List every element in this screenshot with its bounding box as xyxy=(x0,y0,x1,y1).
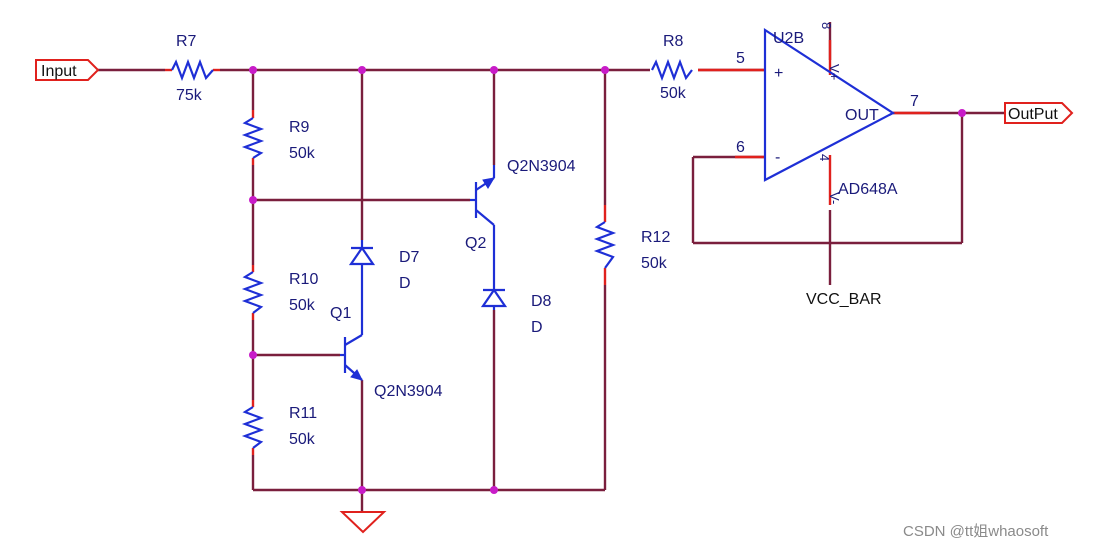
watermark: CSDN @tt姐whaosoft xyxy=(903,523,1049,540)
transistor-q1: Q1 Q2N3904 xyxy=(330,305,443,400)
svg-text:50k: 50k xyxy=(289,297,316,314)
opamp-u2b: + - OUT U2B AD648A 5 6 7 8 4 V+ V- xyxy=(736,22,919,204)
svg-text:U2B: U2B xyxy=(773,30,804,47)
svg-text:V+: V+ xyxy=(827,64,842,80)
svg-text:7: 7 xyxy=(910,93,919,110)
svg-text:D7: D7 xyxy=(399,249,420,266)
diode-d7: D7 D xyxy=(348,240,420,335)
svg-text:R7: R7 xyxy=(176,33,197,50)
svg-text:AD648A: AD648A xyxy=(838,181,898,198)
transistor-q2: Q2N3904 Q2 xyxy=(465,158,576,252)
svg-text:50k: 50k xyxy=(641,255,668,272)
ground-symbol xyxy=(339,511,387,534)
svg-text:5: 5 xyxy=(736,50,745,67)
svg-text:4: 4 xyxy=(817,154,832,161)
svg-text:Q2N3904: Q2N3904 xyxy=(507,158,576,175)
svg-text:50k: 50k xyxy=(289,431,316,448)
input-port: Input xyxy=(35,59,100,81)
resistor-r12: R12 50k xyxy=(593,221,670,272)
svg-text:R9: R9 xyxy=(289,119,310,136)
junction-dots xyxy=(249,66,966,494)
svg-text:Q2: Q2 xyxy=(465,235,486,252)
svg-text:D: D xyxy=(399,275,411,292)
svg-text:R8: R8 xyxy=(663,33,684,50)
resistor-r11: R11 50k xyxy=(241,405,317,449)
svg-text:50k: 50k xyxy=(660,85,687,102)
svg-text:Q2N3904: Q2N3904 xyxy=(374,383,443,400)
svg-text:75k: 75k xyxy=(176,87,203,104)
svg-text:V-: V- xyxy=(827,192,842,204)
wires xyxy=(98,22,1005,512)
svg-text:8: 8 xyxy=(819,22,834,29)
svg-text:Input: Input xyxy=(41,63,77,80)
svg-text:6: 6 xyxy=(736,139,745,156)
svg-text:OUT: OUT xyxy=(845,107,879,124)
svg-text:R10: R10 xyxy=(289,271,318,288)
svg-text:+: + xyxy=(774,65,783,82)
svg-text:50k: 50k xyxy=(289,145,316,162)
resistor-r9: R9 50k xyxy=(241,117,316,162)
svg-text:R12: R12 xyxy=(641,229,670,246)
svg-text:-: - xyxy=(775,149,780,166)
resistor-r8: R8 50k xyxy=(651,33,693,102)
svg-text:D8: D8 xyxy=(531,293,552,310)
svg-text:Q1: Q1 xyxy=(330,305,351,322)
svg-text:R11: R11 xyxy=(289,405,317,422)
resistor-r10: R10 50k xyxy=(241,271,318,314)
output-port: OutPut xyxy=(1004,102,1074,124)
svg-text:OutPut: OutPut xyxy=(1008,106,1058,123)
supply-label: VCC_BAR xyxy=(806,291,882,308)
svg-text:D: D xyxy=(531,319,543,336)
diode-d8: D8 D xyxy=(480,225,552,336)
resistor-r7: R7 75k xyxy=(171,33,214,104)
